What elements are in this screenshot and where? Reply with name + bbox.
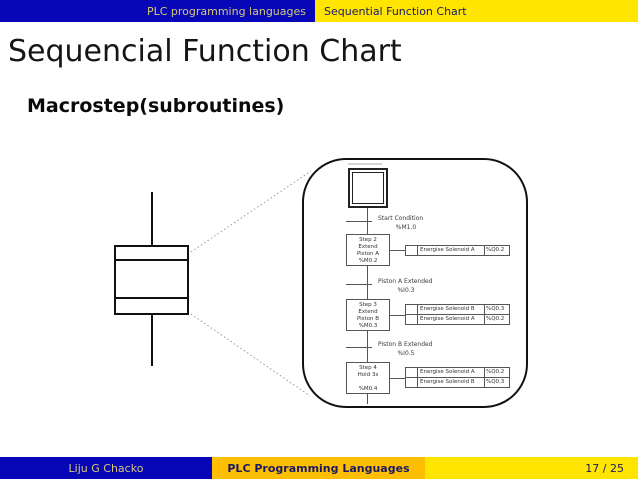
action-address: %Q0.2 <box>484 314 510 325</box>
action-connector-2 <box>390 315 405 316</box>
action-name: Energise Solenoid B <box>417 377 485 388</box>
step-line: Step 4 <box>359 365 377 371</box>
action-group-2: Energise Solenoid B %Q0.3 Energise Solen… <box>405 304 510 325</box>
footer-page-number: 17 / 25 <box>425 457 638 479</box>
macrostep-symbol <box>114 192 189 366</box>
action-address: %Q0.3 <box>484 377 510 388</box>
transition-3-label: Piston B Extended <box>378 341 433 348</box>
step-line <box>347 379 389 386</box>
action-address: %Q0.2 <box>484 245 510 256</box>
transition-1-address: %M1.0 <box>395 224 417 231</box>
action-name: Energise Solenoid A <box>417 245 485 256</box>
transition-2-address: %I0.3 <box>397 287 415 294</box>
transition-3-address: %I0.5 <box>397 350 415 357</box>
sfc-detail-panel: Start Condition %M1.0 Step 2 Extend Pist… <box>302 158 528 408</box>
transition-1-label: Start Condition <box>378 215 424 222</box>
tab-sequential-function-chart[interactable]: Sequential Function Chart <box>315 0 638 22</box>
action-row: Energise Solenoid B %Q0.3 <box>405 377 510 388</box>
footer-author: Liju G Chacko <box>0 457 212 479</box>
step-address: %M0.4 <box>358 386 378 392</box>
page-title: Sequencial Function Chart <box>8 34 402 69</box>
step-line: Step 3 <box>359 302 377 308</box>
step-box-3: Step 3 Extend Piston B %M0.3 <box>346 299 390 331</box>
tab-label: PLC programming languages <box>146 4 306 18</box>
initial-step-box <box>348 168 388 208</box>
topbar: PLC programming languages Sequential Fun… <box>0 0 638 22</box>
step-box-2: Step 2 Extend Piston A %M0.2 <box>346 234 390 266</box>
action-group-1: Energise Solenoid A %Q0.2 <box>405 245 510 256</box>
transition-2-label: Piston A Extended <box>378 278 433 285</box>
action-row: Energise Solenoid A %Q0.2 <box>405 245 510 256</box>
transition-2-tick <box>346 284 372 285</box>
action-connector-3 <box>390 378 405 379</box>
zoom-leader-lines <box>190 170 312 397</box>
step-line: Hold 3s <box>357 372 379 378</box>
step-line: Extend <box>358 244 378 250</box>
step-line: Piston B <box>356 316 380 322</box>
tab-plc-programming-languages[interactable]: PLC programming languages <box>0 0 315 22</box>
tab-label: Sequential Function Chart <box>324 4 467 18</box>
footer-title: PLC Programming Languages <box>212 457 425 479</box>
step-line: Extend <box>358 309 378 315</box>
initial-step-caption <box>348 163 382 165</box>
initial-step-inner-border <box>352 172 384 204</box>
step-address: %M0.2 <box>358 258 378 264</box>
action-name: Energise Solenoid A <box>417 314 485 325</box>
action-connector-1 <box>390 250 405 251</box>
slide-subtitle: Macrostep(subroutines) <box>27 95 285 117</box>
step-line: Piston A <box>356 251 380 257</box>
step-box-4: Step 4 Hold 3s %M0.4 <box>346 362 390 394</box>
transition-1-tick <box>346 221 372 222</box>
step-address: %M0.3 <box>358 323 378 329</box>
step-line: Step 2 <box>359 237 377 243</box>
action-group-3: Energise Solenoid A %Q0.2 Energise Solen… <box>405 367 510 388</box>
action-row: Energise Solenoid A %Q0.2 <box>405 314 510 325</box>
footer: Liju G Chacko PLC Programming Languages … <box>0 457 638 479</box>
transition-3-tick <box>346 347 372 348</box>
